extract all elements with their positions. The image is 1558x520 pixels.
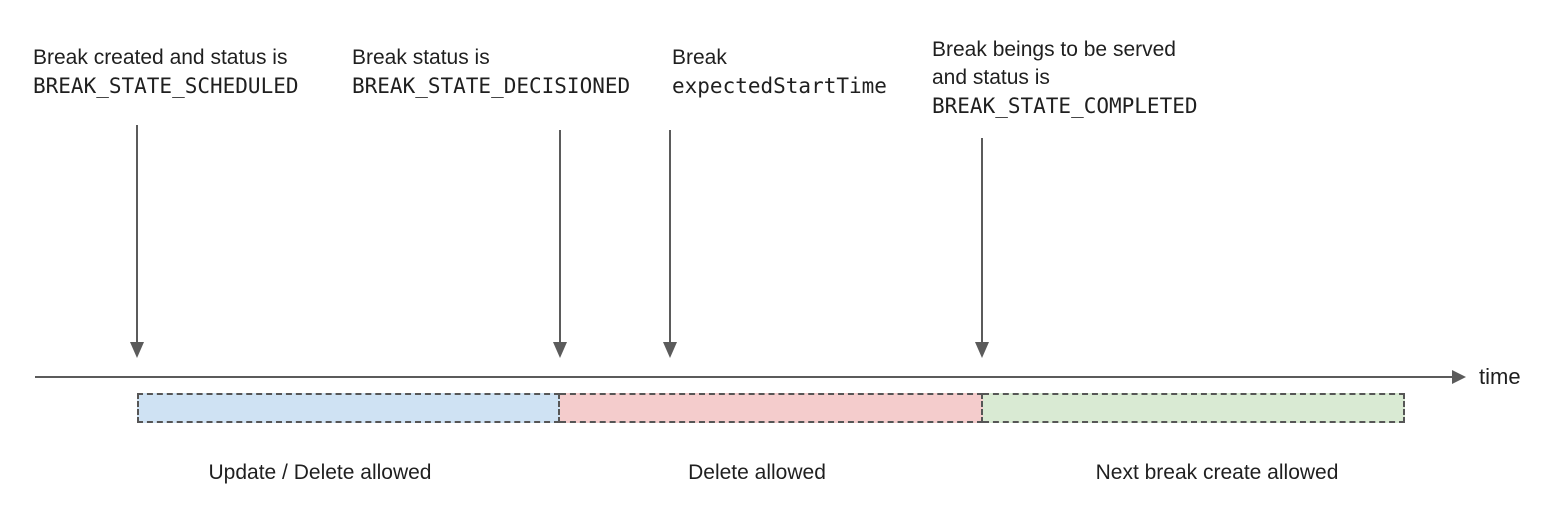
annotation-expected-start-time: Break expectedStartTime — [672, 44, 887, 100]
right-arrowhead-icon — [1452, 370, 1466, 384]
annotation-code-text: expectedStartTime — [672, 74, 887, 98]
annotation-text: and status is — [932, 66, 1050, 89]
annotation-text: Break — [672, 46, 727, 69]
segment-delete-allowed — [560, 393, 983, 423]
segment-label-update-delete: Update / Delete allowed — [208, 461, 432, 484]
segment-next-break-create-allowed — [983, 393, 1405, 423]
down-arrow-icon — [559, 130, 561, 342]
down-arrow-icon — [981, 138, 983, 342]
annotation-text: Break beings to be served — [932, 38, 1176, 61]
down-arrow-icon — [136, 125, 138, 342]
annotation-break-scheduled: Break created and status is BREAK_STATE_… — [33, 44, 299, 100]
time-axis-label: time — [1479, 364, 1521, 389]
segment-update-delete-allowed — [137, 393, 560, 423]
annotation-code-text: BREAK_STATE_COMPLETED — [932, 94, 1198, 118]
period-bar — [137, 393, 1405, 423]
annotation-text: Break status is — [352, 46, 490, 69]
annotation-break-completed: Break beings to be served and status is … — [932, 36, 1198, 120]
annotation-break-decisioned: Break status is BREAK_STATE_DECISIONED — [352, 44, 630, 100]
down-arrow-icon — [669, 130, 671, 342]
segment-label-next-break: Next break create allowed — [1095, 461, 1339, 484]
time-axis-line — [35, 376, 1452, 378]
annotation-code-text: BREAK_STATE_DECISIONED — [352, 74, 631, 98]
annotation-text: Break created and status is — [33, 46, 288, 69]
segment-label-delete: Delete allowed — [688, 461, 826, 484]
annotation-code-text: BREAK_STATE_SCHEDULED — [33, 74, 299, 98]
